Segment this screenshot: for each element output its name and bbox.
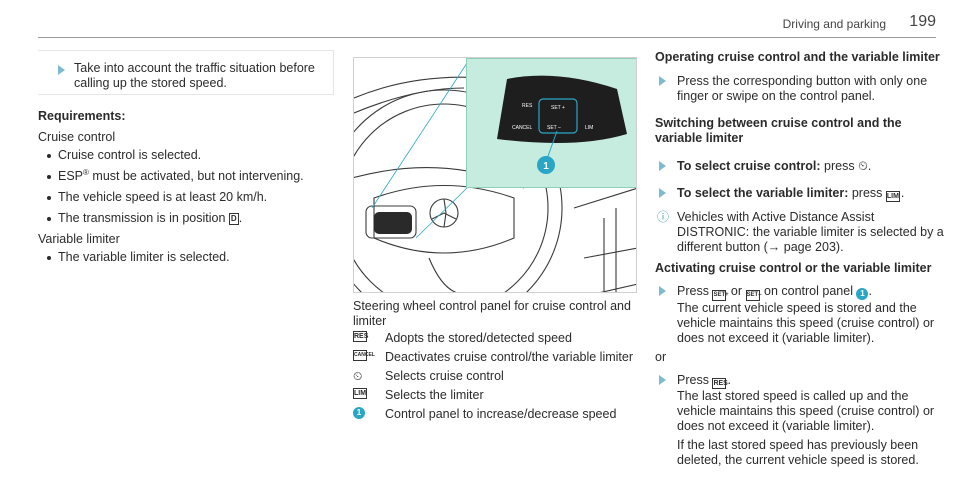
steering-wheel-illustration	[354, 59, 636, 292]
list-item: The variable limiter is selected.	[38, 250, 334, 265]
cruise-control-icon: ⏲	[353, 369, 363, 383]
gear-d-key: D	[228, 213, 239, 225]
column-middle: RES CANCEL SET + SET – LIM 1 Steering wh…	[353, 57, 637, 426]
lim-key-icon: LIM	[353, 388, 367, 399]
limiter-requirements-list: The variable limiter is selected.	[38, 250, 334, 265]
arrow-bullet-icon	[659, 76, 666, 86]
set-plus-label: SET +	[551, 105, 565, 111]
legend-row: ⏲Selects cruise control	[353, 369, 504, 383]
res-key-icon: RES	[712, 378, 728, 389]
note-text: Take into account the traffic situation …	[74, 61, 315, 90]
heading-operating: Operating cruise control and the variabl…	[655, 50, 940, 64]
step-set-speed: Press SET+ or SET– on control panel 1. T…	[655, 284, 945, 346]
step-select-cruise: To select cruise control: press ⏲.	[655, 159, 945, 174]
arrow-bullet-icon	[659, 161, 666, 171]
lim-key-icon: LIM	[885, 191, 900, 202]
page-number: 199	[909, 13, 936, 30]
callout-number: 1	[543, 161, 549, 172]
info-icon: ⓘ	[657, 210, 670, 224]
cancel-button-label: CANCEL	[512, 125, 533, 131]
step-select-limiter: To select the variable limiter: press LI…	[655, 186, 945, 202]
list-item: ESP® must be activated, but not interven…	[38, 168, 334, 184]
step-resume-speed: Press RES. The last stored speed is call…	[655, 373, 945, 468]
set-minus-label: SET –	[547, 125, 561, 131]
cancel-key-icon: CANCEL	[353, 350, 375, 361]
arrow-bullet-icon	[659, 286, 666, 296]
note-box: Take into account the traffic situation …	[38, 50, 334, 95]
list-item: Cruise control is selected.	[38, 148, 334, 163]
arrow-bullet-icon	[659, 375, 666, 385]
info-note: ⓘ Vehicles with Active Distance Assist D…	[657, 210, 944, 254]
arrow-bullet-icon	[58, 65, 65, 75]
cruise-control-label: Cruise control	[38, 130, 116, 144]
set-minus-key-icon: SET–	[745, 290, 762, 301]
page-header: Driving and parking 199	[38, 13, 936, 38]
res-button-label: RES	[522, 103, 533, 109]
heading-switching: Switching between cruise control and the…	[655, 116, 902, 145]
cruise-requirements-list: Cruise control is selected. ESP® must be…	[38, 148, 334, 226]
set-plus-key-icon: SET+	[712, 290, 729, 301]
heading-activating: Activating cruise control or the variabl…	[655, 261, 932, 275]
cruise-control-icon: ⏲	[858, 159, 868, 173]
column-right: Operating cruise control and the variabl…	[655, 50, 945, 468]
callout-1-icon: 1	[856, 288, 869, 300]
list-item: The vehicle speed is at least 20 km/h.	[38, 190, 334, 205]
steering-wheel-figure: RES CANCEL SET + SET – LIM 1	[353, 57, 637, 293]
res-key-icon: RES	[353, 331, 369, 342]
lim-button-label: LIM	[585, 125, 593, 131]
control-panel-inset: RES CANCEL SET + SET – LIM 1	[466, 58, 636, 188]
column-left: Take into account the traffic situation …	[38, 50, 334, 271]
callout-1-icon: 1	[353, 407, 365, 419]
or-text: or	[655, 350, 667, 364]
step-press-button: Press the corresponding button with only…	[655, 74, 945, 104]
requirements-heading: Requirements:	[38, 109, 126, 123]
section-title: Driving and parking	[782, 17, 886, 31]
figure-caption: Steering wheel control panel for cruise …	[353, 299, 631, 328]
control-panel-illustration: RES CANCEL SET + SET – LIM 1	[497, 75, 627, 174]
arrow-bullet-icon	[659, 188, 666, 198]
limiter-label: Variable limiter	[38, 232, 120, 246]
list-item: The transmission is in position D.	[38, 211, 334, 226]
